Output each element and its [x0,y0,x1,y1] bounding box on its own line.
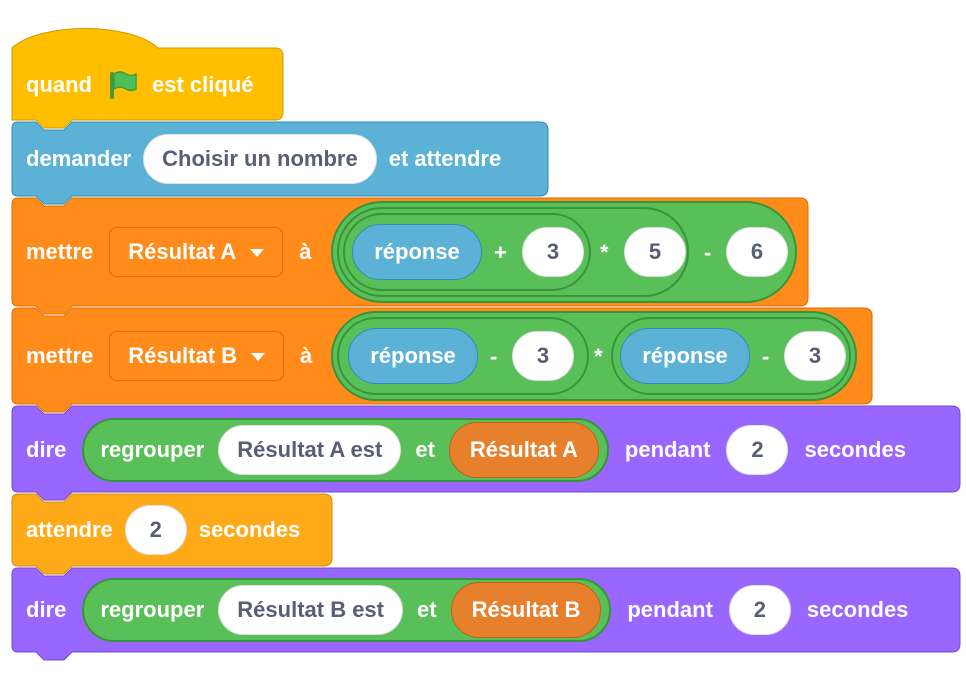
seconds-label: secondes [198,517,301,542]
variable-dropdown-label: Résultat B [128,343,238,368]
plus-operator-label: + [494,240,507,265]
join-label: regrouper [100,437,205,462]
answer-reporter[interactable]: réponse [620,328,750,384]
say-for-secs-block-b[interactable]: dire regrouper Résultat B est et Résulta… [26,578,908,642]
number-input[interactable]: 5 [624,227,686,277]
when-flag-clicked-block[interactable]: quand est cliqué [26,60,253,110]
times-operator-label: * [594,344,603,369]
dropdown-caret-icon [251,353,266,361]
hat-block-body [11,28,284,129]
set-b-block[interactable]: mettre Résultat B à [26,331,312,381]
and-label: et [415,437,435,462]
number-input[interactable]: 3 [522,227,584,277]
wait-label: attendre [26,517,113,542]
number-input[interactable]: 3 [784,331,846,381]
variable-dropdown-label: Résultat A [128,239,237,264]
minus-operator-label: - [762,344,770,369]
to-label: à [299,239,312,264]
when-label: quand [26,72,92,97]
join-text-input[interactable]: Résultat B est [218,585,403,635]
set-a-block[interactable]: mettre Résultat A à [26,227,311,277]
seconds-input[interactable]: 2 [726,425,789,475]
variable-dropdown-b[interactable]: Résultat B [109,331,285,381]
and-wait-label: et attendre [388,146,502,171]
variable-reporter[interactable]: Résultat B [450,582,602,638]
seconds-label: secondes [806,597,909,622]
say-label: dire [26,597,67,622]
seconds-input[interactable]: 2 [728,585,791,635]
join-operator[interactable]: regrouper Résultat A est et Résultat A [82,418,609,482]
minus-operator-label: - [704,240,712,265]
say-for-secs-block-a[interactable]: dire regrouper Résultat A est et Résulta… [26,418,906,482]
seconds-input[interactable]: 2 [124,505,187,555]
green-flag-icon [110,71,137,99]
say-label: dire [26,437,67,462]
for-label: pendant [624,437,711,462]
set-label: mettre [26,343,94,368]
minus-operator-label: - [490,344,498,369]
for-label: pendant [627,597,713,622]
times-operator-label: * [600,240,609,265]
set-label: mettre [26,239,94,264]
variable-dropdown-a[interactable]: Résultat A [109,227,284,277]
ask-label: demander [26,146,132,171]
ask-and-wait-block[interactable]: demander Choisir un nombre et attendre [26,134,501,184]
join-label: regrouper [100,597,205,622]
dropdown-caret-icon [250,249,265,257]
answer-reporter[interactable]: réponse [352,224,482,280]
join-text-input[interactable]: Résultat A est [218,425,402,475]
number-input[interactable]: 3 [512,331,574,381]
wait-block[interactable]: attendre 2 secondes [26,505,300,555]
join-operator[interactable]: regrouper Résultat B est et Résultat B [82,578,612,642]
variable-reporter[interactable]: Résultat A [448,422,599,478]
to-label: à [300,343,313,368]
and-label: et [417,597,437,622]
question-input[interactable]: Choisir un nombre [143,134,377,184]
number-input[interactable]: 6 [726,227,788,277]
is-clicked-label: est cliqué [152,72,254,97]
seconds-label: secondes [804,437,906,462]
answer-reporter[interactable]: réponse [348,328,478,384]
